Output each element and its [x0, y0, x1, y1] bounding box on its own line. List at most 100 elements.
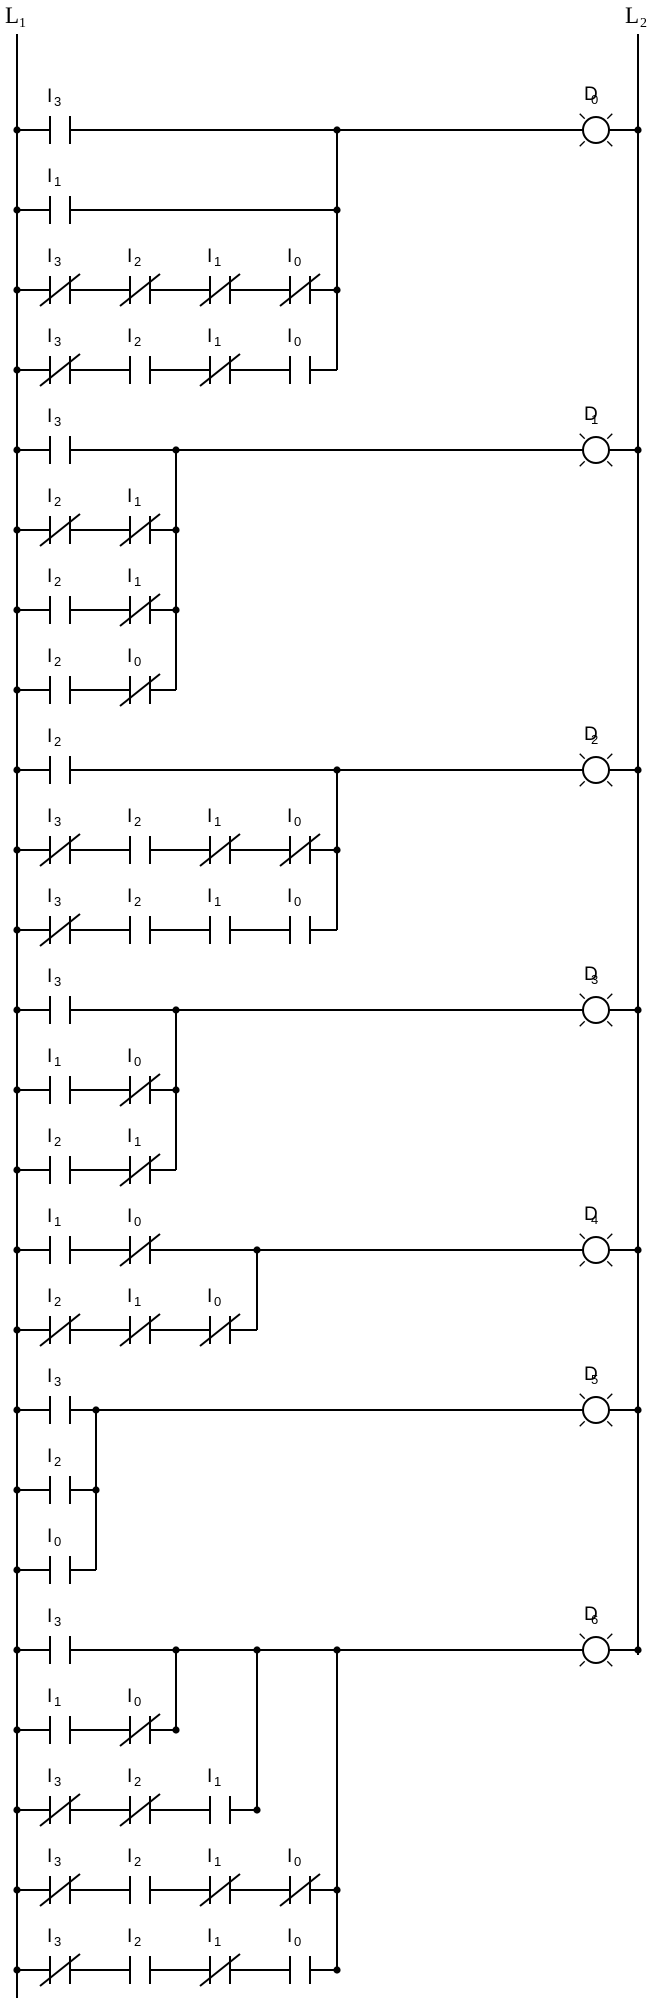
contact-label-letter: I [127, 1686, 132, 1707]
junction-dot [13, 1566, 21, 1574]
contact-label-subscript: 1 [214, 1934, 221, 1949]
contact-label-letter: I [47, 166, 52, 187]
junction-dot [253, 1246, 261, 1254]
contact-label-letter: I [127, 1126, 132, 1147]
contact-label-subscript: 3 [54, 1614, 61, 1629]
junction-dot [13, 1006, 21, 1014]
contact-label-letter: I [127, 486, 132, 507]
junction-dot [333, 1966, 341, 1974]
output-label-letter: D [584, 404, 598, 425]
lamp-bulb [582, 1636, 610, 1664]
contact-label-letter: I [127, 1766, 132, 1787]
output-label-letter: D [584, 964, 598, 985]
junction-dot [634, 1646, 642, 1654]
contact-slash [199, 833, 241, 867]
contact-slash [199, 353, 241, 387]
junction-dot [13, 1486, 21, 1494]
contact-slash [119, 1073, 161, 1107]
output-lamp: D1 [579, 404, 613, 467]
lamp-ray [606, 460, 613, 467]
contact-label-letter: I [207, 1286, 212, 1307]
contact-slash [39, 353, 81, 387]
contact-label-subscript: 0 [54, 1534, 61, 1549]
contact-label-letter: I [207, 326, 212, 347]
contact-label-subscript: 2 [134, 814, 141, 829]
junction-dot [13, 1726, 21, 1734]
contact-slash [39, 1793, 81, 1827]
contact-label-letter: I [47, 246, 52, 267]
lamp-ray [606, 1393, 613, 1400]
left-rail-letter: L [5, 3, 19, 28]
output-label: D5 [584, 1364, 598, 1387]
lamp-ray [579, 1660, 586, 1667]
lamp-ray [579, 1393, 586, 1400]
contact-label-letter: I [47, 486, 52, 507]
contact-slash [119, 1233, 161, 1267]
contact-label-subscript: 2 [54, 574, 61, 589]
contact-label-subscript: 3 [54, 1854, 61, 1869]
junction-dot [634, 126, 642, 134]
contact-label-letter: I [47, 1686, 52, 1707]
junction-dot [13, 1086, 21, 1094]
contact-slash [39, 833, 81, 867]
contact-label-subscript: 1 [214, 254, 221, 269]
contact-label-letter: I [127, 246, 132, 267]
contact-label-subscript: 3 [54, 814, 61, 829]
output-label-letter: D [584, 84, 598, 105]
contact-label-letter: I [47, 1846, 52, 1867]
junction-dot [634, 1406, 642, 1414]
lamp-bulb [582, 116, 610, 144]
contact-label-subscript: 0 [294, 1934, 301, 1949]
junction-dot [13, 526, 21, 534]
contact-label-letter: I [47, 566, 52, 587]
contact-label-subscript: 3 [54, 974, 61, 989]
contact-label-subscript: 1 [134, 574, 141, 589]
output-lamp: D0 [579, 84, 613, 147]
output-lamp: D5 [579, 1364, 613, 1427]
junction-dot [333, 1646, 341, 1654]
contact-label-subscript: 3 [54, 334, 61, 349]
contact-label-subscript: 2 [134, 254, 141, 269]
contact-label-letter: I [127, 646, 132, 667]
junction-dot [13, 926, 21, 934]
contact-label-subscript: 2 [134, 334, 141, 349]
contact-label-letter: I [287, 1846, 292, 1867]
contact-label-letter: I [207, 1766, 212, 1787]
junction-dot [13, 846, 21, 854]
contact-label-letter: I [47, 326, 52, 347]
junction-dot [13, 126, 21, 134]
junction-dot [13, 1326, 21, 1334]
contact-label-subscript: 0 [134, 1054, 141, 1069]
contact-slash [199, 273, 241, 307]
